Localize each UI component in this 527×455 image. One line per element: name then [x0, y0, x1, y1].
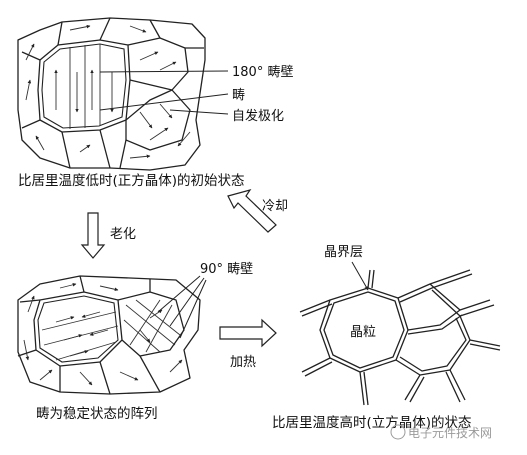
cooling-arrow — [227, 188, 277, 233]
grain-boundary-pointer — [351, 261, 369, 291]
heating-arrow — [219, 318, 277, 348]
aging-arrow — [80, 212, 106, 259]
label-grain: 晶粒 — [350, 325, 376, 340]
watermark-logo-icon — [390, 424, 406, 440]
label-domain: 畴 — [232, 87, 245, 103]
label-cooling: 冷却 — [262, 199, 288, 214]
label-spontaneous-polarization: 自发极化 — [232, 108, 284, 124]
stable-array-grains — [17, 275, 201, 395]
watermark-text: 电子元件技术网 — [408, 426, 492, 440]
label-aging: 老化 — [110, 227, 136, 242]
label-180-domain-wall: 180° 畴壁 — [232, 64, 293, 80]
top-left-pointers — [99, 70, 229, 115]
label-grain-boundary: 晶界层 — [324, 245, 363, 260]
caption-initial-state: 比居里温度低时(正方晶体)的初始状态 — [18, 172, 245, 189]
initial-state-grains — [17, 17, 206, 171]
caption-stable-array: 畴为稳定状态的阵列 — [36, 406, 158, 422]
label-90-domain-wall: 90° 畴壁 — [200, 261, 253, 277]
caption-cubic-state: 比居里温度高时(立方晶体)的状态 — [272, 414, 472, 431]
cubic-state-grains — [299, 269, 501, 406]
label-heating: 加热 — [230, 355, 256, 370]
90-wall-pointers — [157, 275, 207, 339]
